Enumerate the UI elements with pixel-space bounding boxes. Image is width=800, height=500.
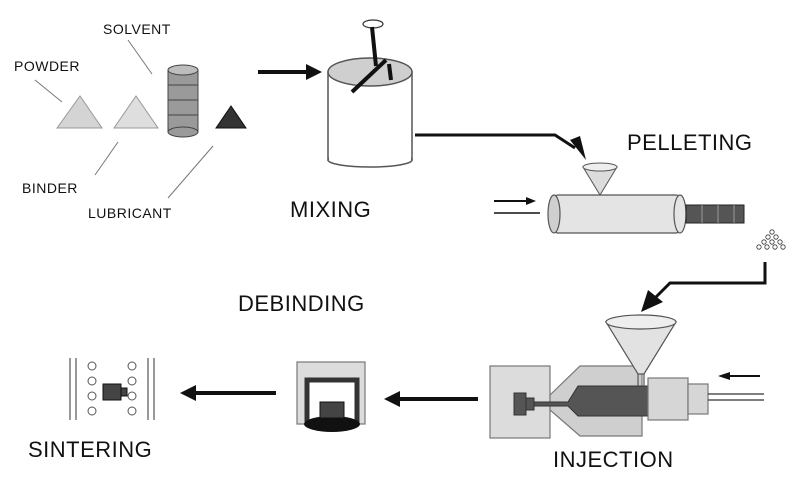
powder-label: POWDER bbox=[14, 58, 80, 74]
binder-pile bbox=[113, 95, 159, 129]
pelleting-input-arrow bbox=[494, 197, 540, 214]
arrow-to-debinding-head bbox=[384, 391, 400, 407]
mixing-label: MIXING bbox=[290, 197, 372, 222]
debinding-label: DEBINDING bbox=[238, 291, 365, 316]
sintering-label: SINTERING bbox=[28, 437, 153, 462]
mixer-vessel bbox=[327, 19, 413, 168]
pelleting-extruder bbox=[547, 162, 745, 234]
pelleting-label: PELLETING bbox=[627, 130, 753, 155]
solvent-label: SOLVENT bbox=[103, 21, 171, 37]
arrow-to-mixer-head bbox=[306, 64, 322, 80]
mixer-to-pelleting-line bbox=[415, 133, 576, 150]
lubricant-label: LUBRICANT bbox=[88, 205, 172, 221]
debinding-furnace bbox=[296, 361, 366, 432]
injection-input-arrow bbox=[718, 372, 760, 380]
injection-label: INJECTION bbox=[553, 447, 674, 472]
pelleting-to-injection-line bbox=[653, 262, 767, 300]
pelleting-to-injection-arrowhead bbox=[641, 290, 663, 312]
injection-machine bbox=[489, 314, 764, 439]
material-leader-lines bbox=[34, 39, 214, 199]
mixer-to-pelleting-arrowhead bbox=[570, 136, 586, 160]
pellets bbox=[756, 229, 786, 250]
sintering-furnace bbox=[69, 358, 155, 420]
binder-label: BINDER bbox=[22, 180, 78, 196]
arrow-to-sintering-head bbox=[180, 385, 196, 401]
lubricant-pile bbox=[215, 105, 247, 129]
powder-pile bbox=[56, 95, 103, 129]
solvent-stack bbox=[167, 64, 199, 138]
